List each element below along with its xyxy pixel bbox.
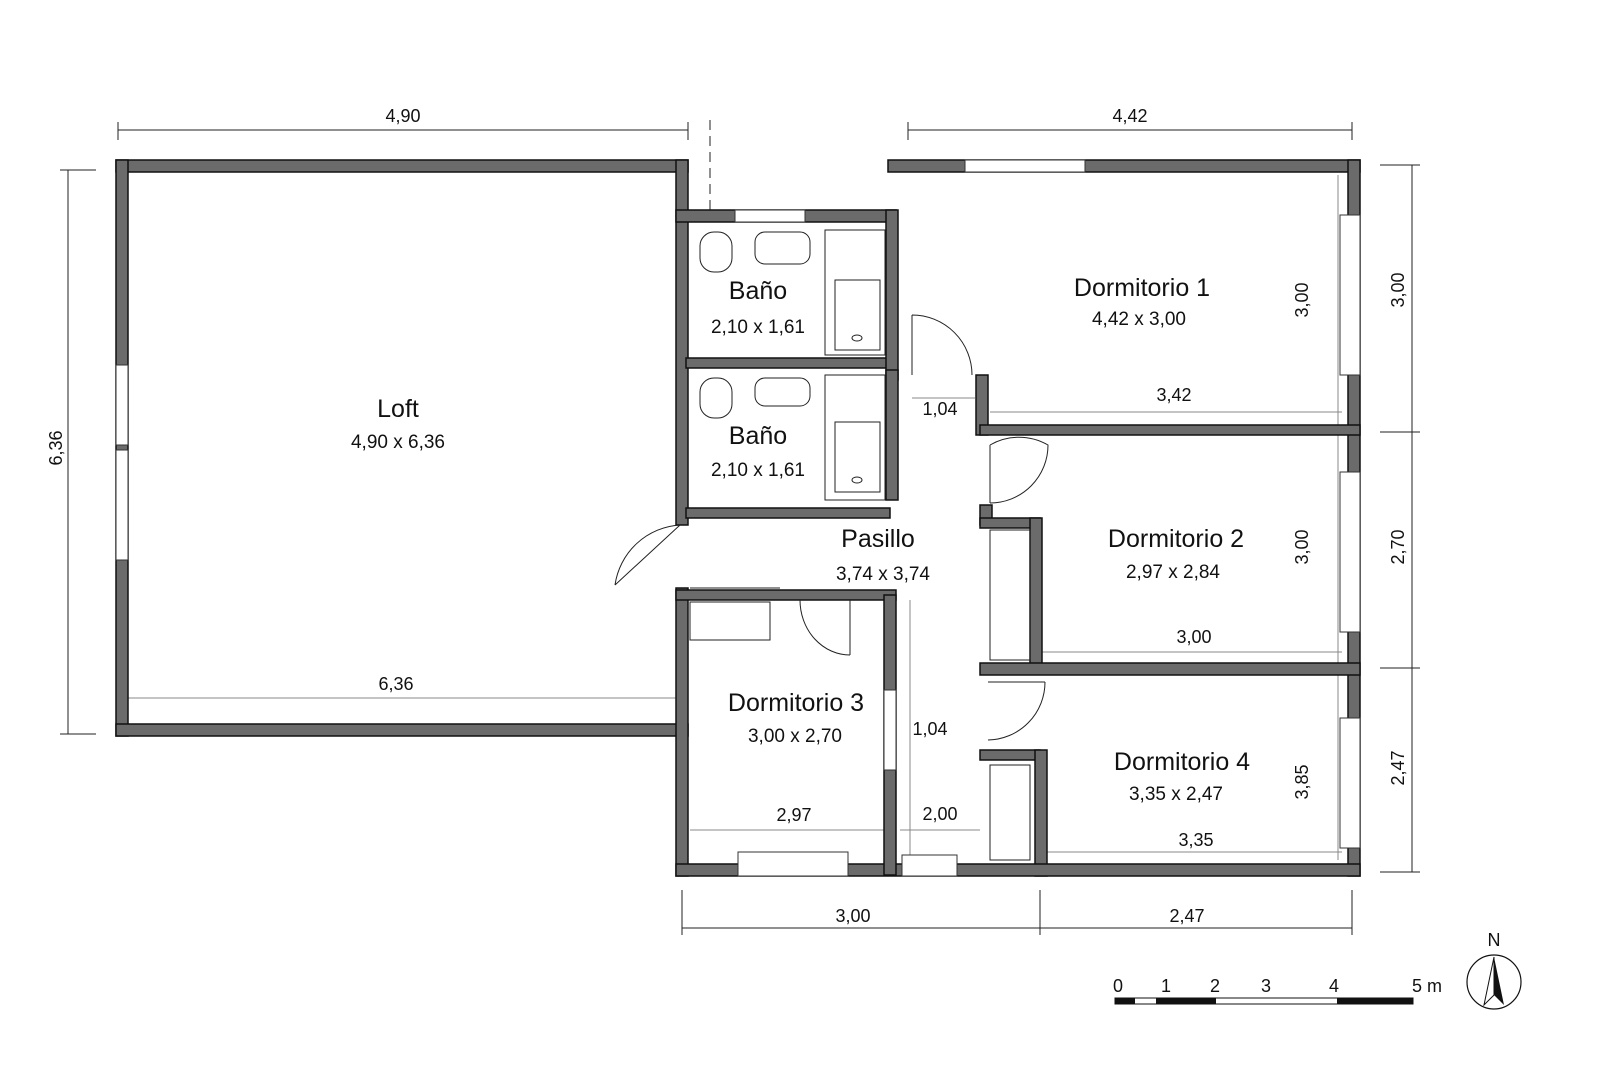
room-size-dormitorio-4: 3,35 x 2,47 bbox=[1129, 784, 1223, 805]
dim-door-1: 1,04 bbox=[922, 399, 957, 419]
dim-top-left: 4,90 bbox=[385, 106, 420, 126]
scale-tick-0: 0 bbox=[1113, 976, 1123, 996]
dim-d4-height: 3,85 bbox=[1292, 764, 1312, 799]
room-name-bano-2: Baño bbox=[729, 422, 787, 450]
scale-tick-5: 5 m bbox=[1412, 976, 1442, 996]
dimension-labels: 4,90 4,42 6,36 6,36 3,00 2,70 2,47 3,00 … bbox=[46, 106, 1408, 926]
dim-right-3: 2,47 bbox=[1388, 750, 1408, 785]
dim-bottom-2: 2,47 bbox=[1169, 906, 1204, 926]
room-name-bano-1: Baño bbox=[729, 277, 787, 305]
dim-right-1: 3,00 bbox=[1388, 272, 1408, 307]
dim-corridor-1: 1,04 bbox=[912, 719, 947, 739]
dim-d2-width: 3,00 bbox=[1176, 627, 1211, 647]
scale-tick-1: 1 bbox=[1161, 976, 1171, 996]
dim-corridor-2: 2,00 bbox=[922, 804, 957, 824]
room-size-bano-2: 2,10 x 1,61 bbox=[711, 460, 805, 481]
doors bbox=[614, 314, 1049, 741]
dim-d1-height: 3,00 bbox=[1292, 282, 1312, 317]
windows bbox=[115, 159, 1361, 877]
dim-top-right: 4,42 bbox=[1112, 106, 1147, 126]
dim-bottom-1: 3,00 bbox=[835, 906, 870, 926]
room-size-pasillo: 3,74 x 3,74 bbox=[836, 564, 930, 585]
room-size-dormitorio-3: 3,00 x 2,70 bbox=[748, 726, 842, 747]
north-arrow-icon: N bbox=[1466, 930, 1522, 1010]
dim-d3-width: 2,97 bbox=[776, 805, 811, 825]
room-size-dormitorio-1: 4,42 x 3,00 bbox=[1092, 309, 1186, 330]
scale-bar: 0 1 2 3 4 5 m bbox=[1113, 976, 1442, 1005]
dim-d1-width: 3,42 bbox=[1156, 385, 1191, 405]
dim-loft-inner: 6,36 bbox=[378, 674, 413, 694]
dim-d4-width: 3,35 bbox=[1178, 830, 1213, 850]
scale-tick-4: 4 bbox=[1329, 976, 1339, 996]
dim-left: 6,36 bbox=[46, 430, 66, 465]
room-size-dormitorio-2: 2,97 x 2,84 bbox=[1126, 562, 1220, 583]
north-label: N bbox=[1488, 930, 1501, 950]
room-labels: Loft 4,90 x 6,36 Baño 2,10 x 1,61 Baño 2… bbox=[351, 274, 1250, 805]
scale-tick-3: 3 bbox=[1261, 976, 1271, 996]
dimension-lines bbox=[60, 120, 1420, 935]
room-name-dormitorio-4: Dormitorio 4 bbox=[1114, 748, 1250, 776]
dim-right-2: 2,70 bbox=[1388, 529, 1408, 564]
dim-d2-height: 3,00 bbox=[1292, 529, 1312, 564]
room-name-dormitorio-3: Dormitorio 3 bbox=[728, 689, 864, 717]
fixtures bbox=[689, 229, 1031, 861]
room-name-dormitorio-1: Dormitorio 1 bbox=[1074, 274, 1210, 302]
room-size-bano-1: 2,10 x 1,61 bbox=[711, 317, 805, 338]
room-name-dormitorio-2: Dormitorio 2 bbox=[1108, 525, 1244, 553]
room-name-loft: Loft bbox=[377, 395, 419, 423]
walls bbox=[115, 159, 1361, 877]
scale-tick-2: 2 bbox=[1210, 976, 1220, 996]
room-name-pasillo: Pasillo bbox=[841, 525, 915, 553]
room-size-loft: 4,90 x 6,36 bbox=[351, 432, 445, 453]
